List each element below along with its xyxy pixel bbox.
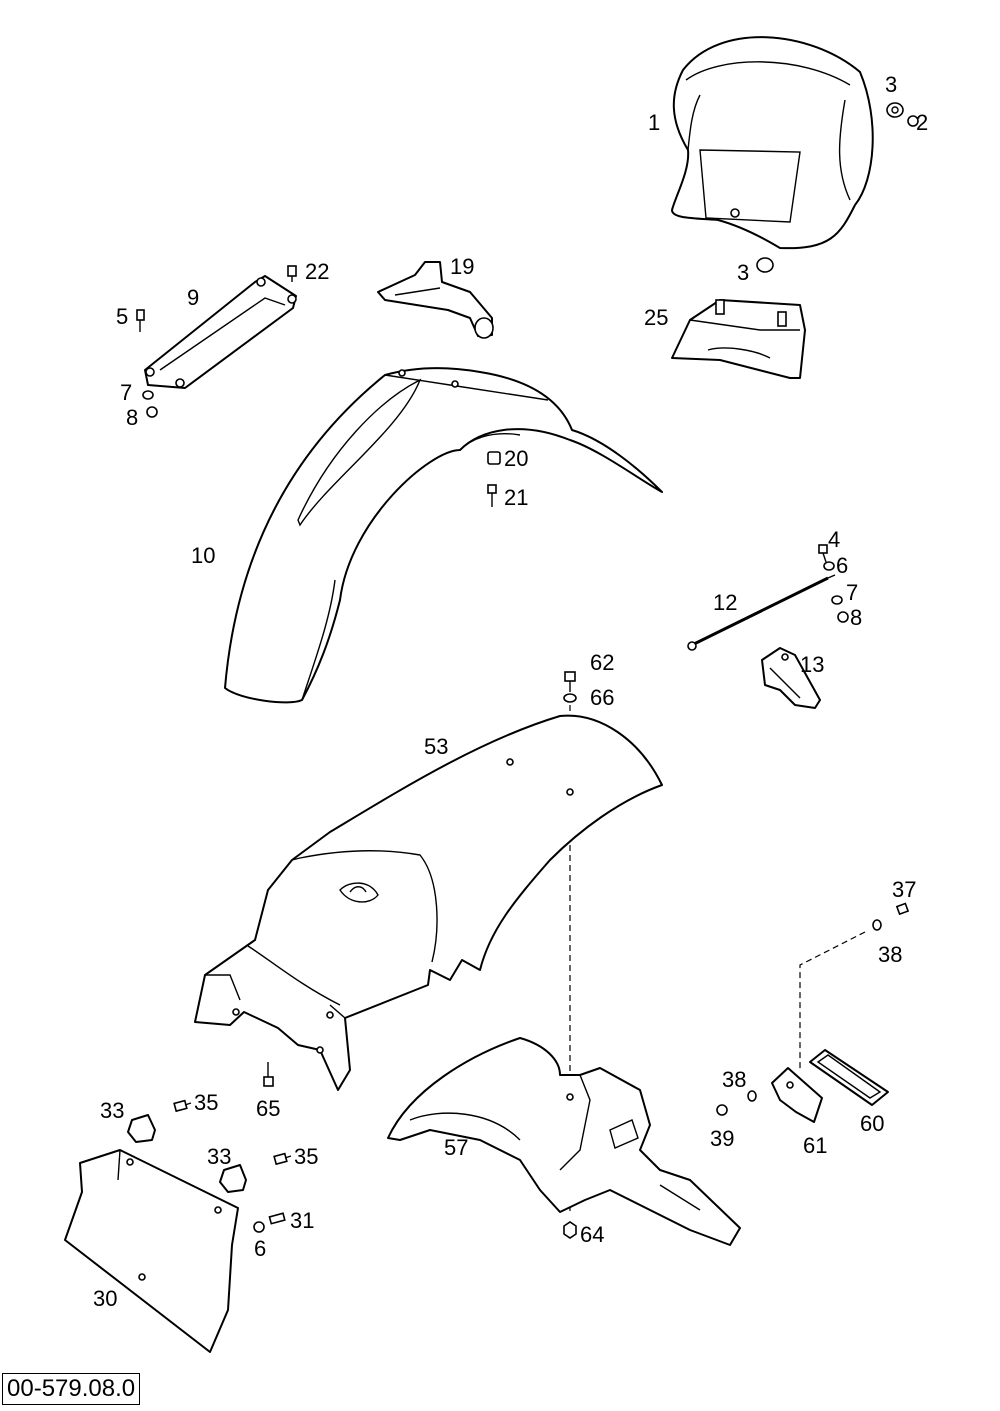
part-62-screw [564,671,576,692]
drawing-number: 00-579.08.0 [2,1373,141,1405]
callout-21: 21 [504,485,528,510]
part-6-washer [823,561,835,571]
callout-13: 13 [800,652,824,677]
callout-2: 2 [916,110,928,135]
part-39-nut [716,1104,728,1116]
part-37-screw [895,902,910,916]
callout-10: 10 [191,543,215,568]
callout-33b: 33 [207,1144,231,1169]
callout-64: 64 [580,1222,604,1247]
part-33-clip-lower [219,1164,247,1193]
part-64-nut [563,1221,577,1239]
callout-66: 66 [590,685,614,710]
callout-60: 60 [860,1111,884,1136]
part-13-bracket [761,647,821,709]
part-61-plate [771,1067,823,1123]
part-3-grommet-lower [756,257,774,273]
callout-6b: 6 [254,1236,266,1261]
part-10-front-fender [224,367,663,704]
callout-3a: 3 [885,72,897,97]
callout-25: 25 [644,305,668,330]
callout-4: 4 [828,527,840,552]
part-7-washer-rod [831,595,843,605]
part-5-screw [136,309,145,332]
part-19-bracket [377,261,494,339]
callout-37: 37 [892,877,916,902]
callout-53: 53 [424,734,448,759]
part-25-bracket-block [671,299,806,379]
callout-8a: 8 [126,405,138,430]
part-2-screw [907,115,919,127]
part-66-washer [563,693,577,703]
callout-65: 65 [256,1096,280,1121]
callout-31: 31 [290,1208,314,1233]
part-35-screw-upper [173,1099,192,1113]
part-8-nut [146,406,158,418]
callout-1: 1 [648,110,660,135]
callout-19: 19 [450,254,474,279]
callout-38a: 38 [878,942,902,967]
callout-38b: 38 [722,1067,746,1092]
callout-39: 39 [710,1126,734,1151]
part-20-nut [487,451,501,465]
part-8-nut-rod [837,611,849,623]
callout-9: 9 [187,285,199,310]
part-6-washer-flap [253,1221,265,1233]
part-1-headlight-mask [671,36,874,250]
part-60-reflector [809,1049,889,1106]
callout-22: 22 [305,259,329,284]
part-53-rear-fender [194,714,663,1091]
part-35-screw-lower [273,1152,292,1166]
part-31-screw [268,1212,286,1225]
callout-12: 12 [713,590,737,615]
callout-3b: 3 [737,260,749,285]
part-21-screw [487,484,497,507]
callout-20: 20 [504,446,528,471]
part-3-grommet-upper [886,102,904,118]
part-22-screw [287,265,297,282]
part-38-washer-upper [872,919,882,931]
callout-35b: 35 [294,1144,318,1169]
part-65-screw [263,1062,274,1087]
callout-62: 62 [590,650,614,675]
part-33-clip-upper [127,1114,156,1143]
part-57-rear-subfender [387,1037,741,1246]
callout-labels: 1323251922957820211046781213626653373838… [93,72,928,1311]
part-12-rod [687,574,836,651]
callout-7b: 7 [846,580,858,605]
part-38-washer-lower [747,1090,757,1102]
part-9-strip [144,275,297,389]
callout-6a: 6 [836,553,848,578]
callout-33a: 33 [100,1098,124,1123]
callout-5a: 5 [116,304,128,329]
callout-57: 57 [444,1135,468,1160]
callout-61: 61 [803,1133,827,1158]
part-30-mud-flap [64,1149,239,1353]
callout-8b: 8 [850,605,862,630]
part-7-washer [142,390,154,400]
callout-7a: 7 [120,380,132,405]
callout-35a: 35 [194,1090,218,1115]
assembly-guide-line-right [799,931,866,1070]
callout-30: 30 [93,1286,117,1311]
part-4-screw [818,544,828,563]
